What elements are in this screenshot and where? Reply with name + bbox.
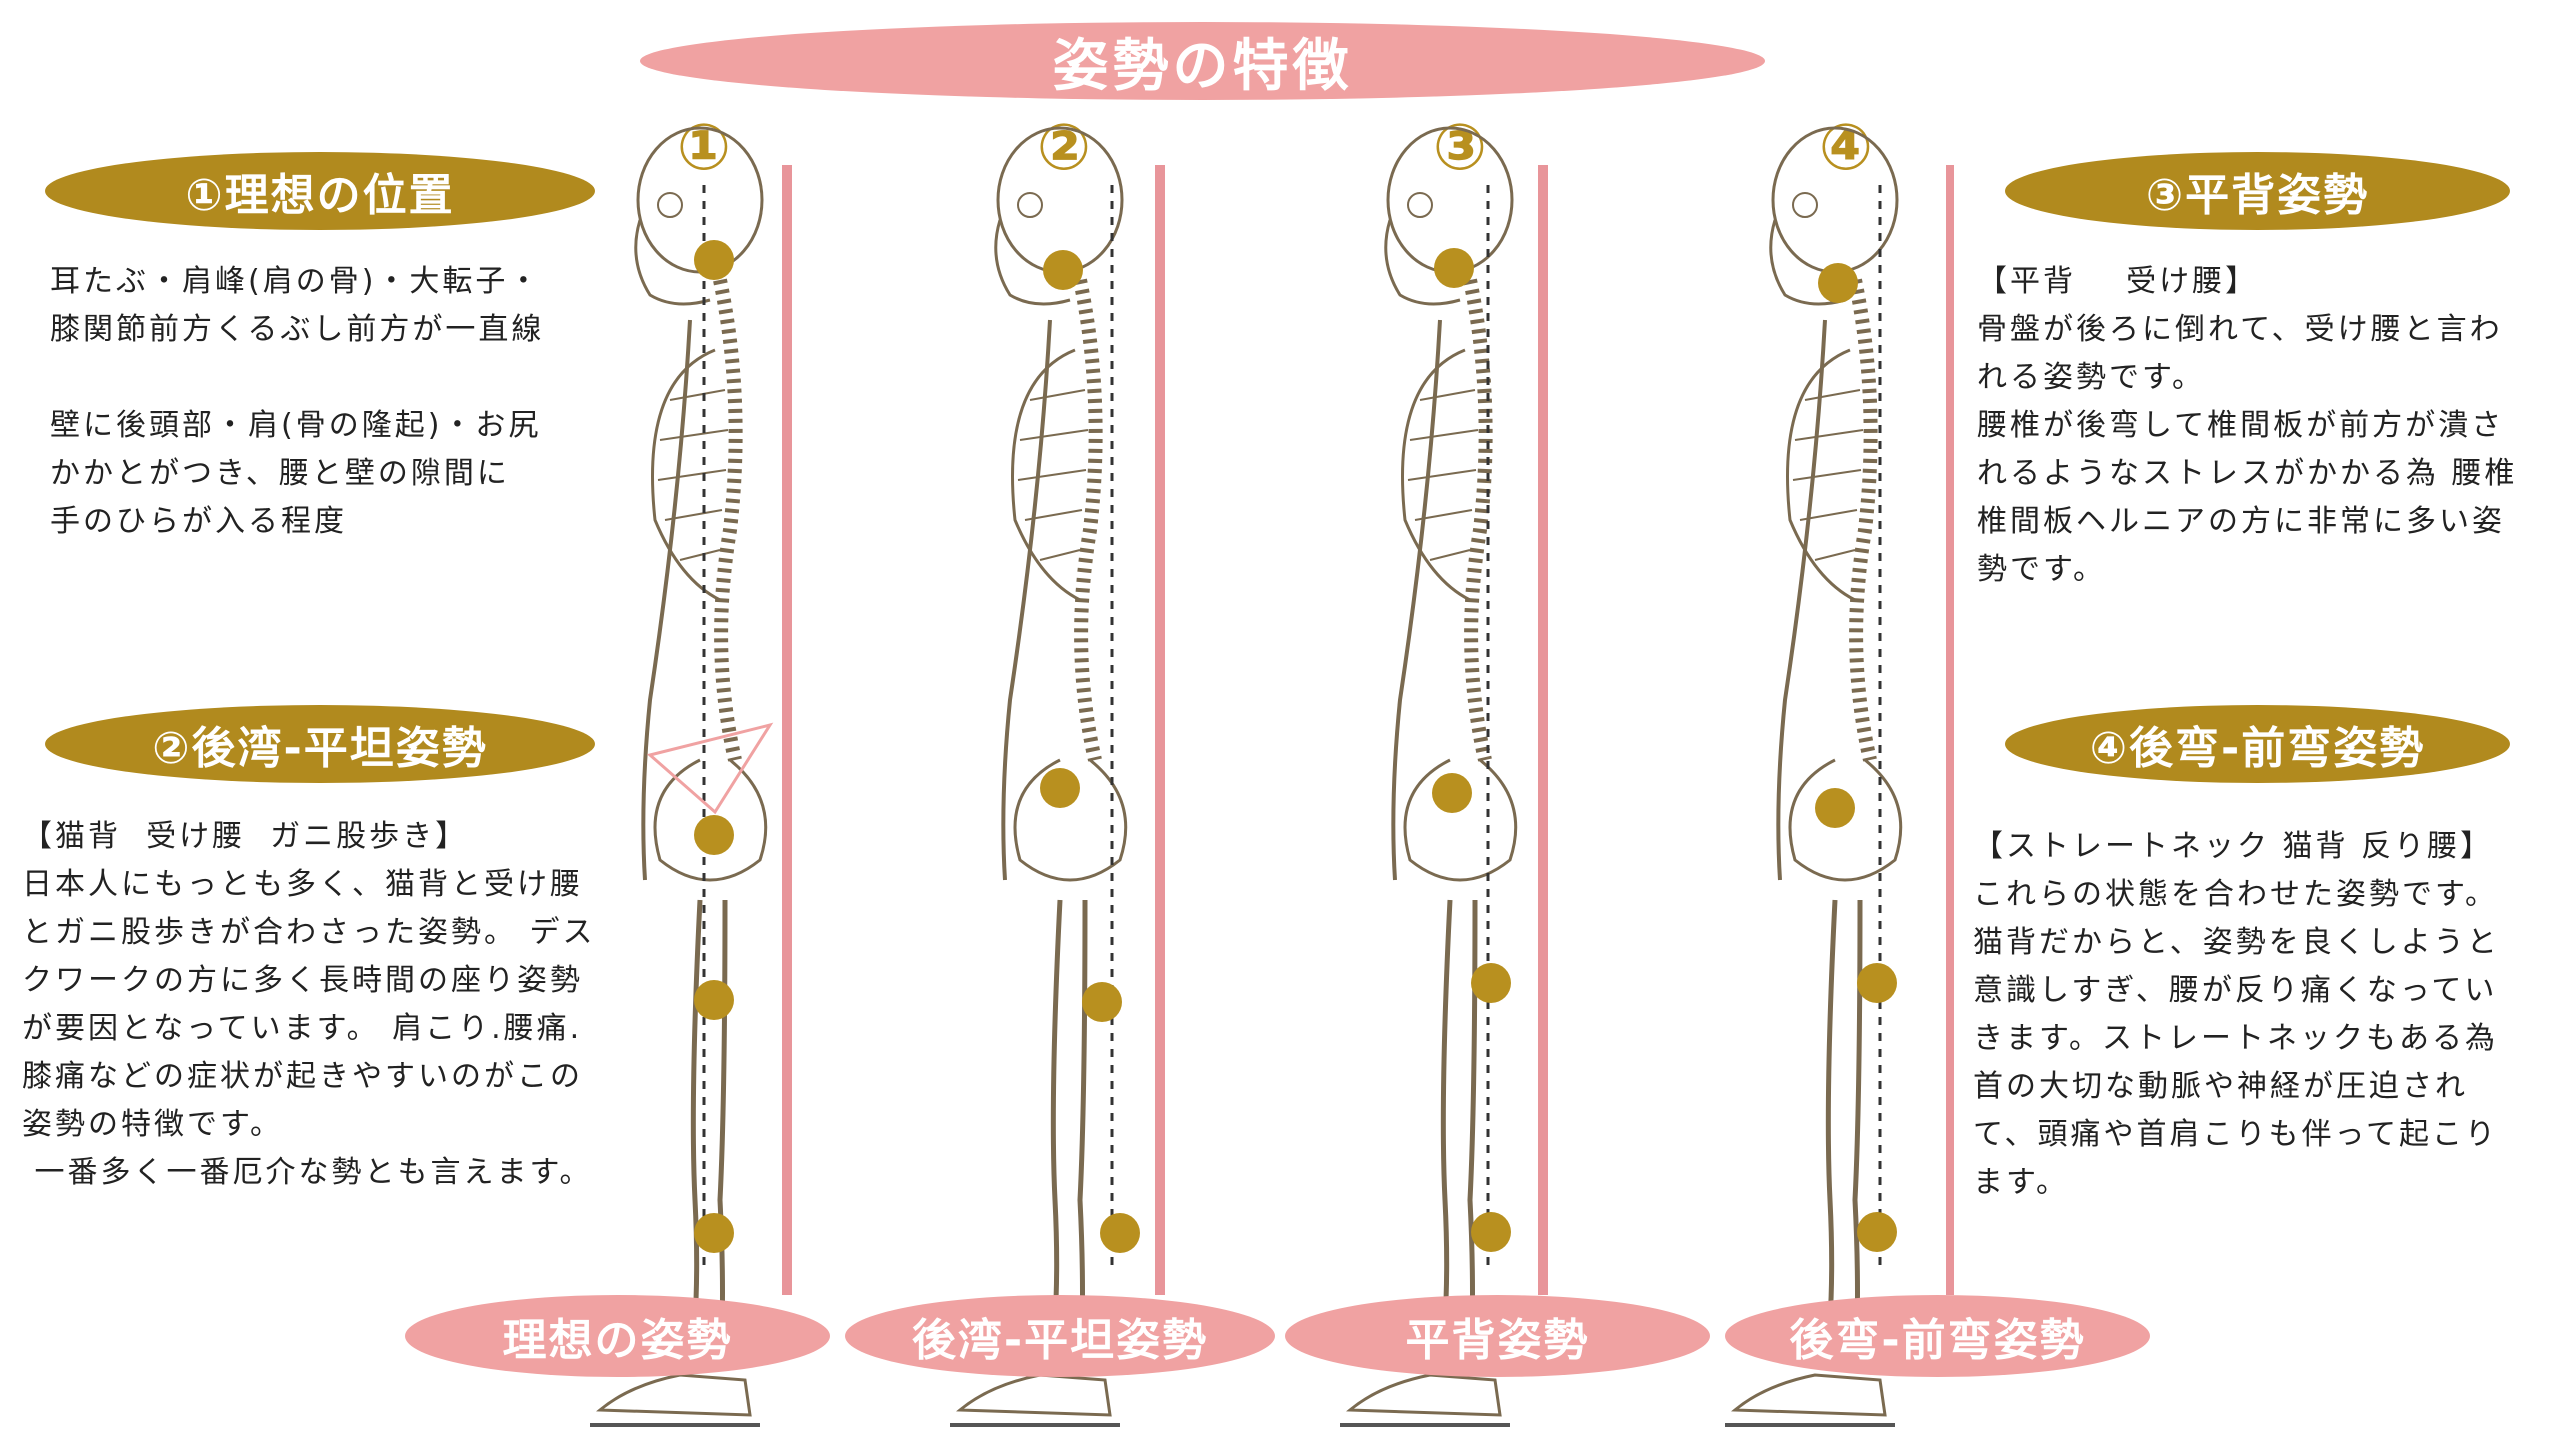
figure-flat-back [1340,128,1548,1425]
sway-description: 【猫背 受け腰 ガニ股歩き】 日本人にもっとも多く、猫背と受け腰 とガニ股歩きが… [22,819,596,1190]
figure-ideal [590,128,792,1425]
bottom-label-kypholordotic: 後弯-前弯姿勢 [1725,1295,2150,1377]
page-title: 姿勢の特徴 [640,22,1765,100]
sway-heading: ②後湾-平坦姿勢 [45,705,595,783]
kypholordotic-description: 【ストレートネック 猫背 反り腰】 これらの状態を合わせた姿勢です。 猫背だから… [1973,829,2500,1200]
posture-number-4: ④ [1818,111,1874,185]
flat-description: 【平背 受け腰】 骨盤が後ろに倒れて、受け腰と言わ れる姿勢です。 腰椎が後弯し… [1977,264,2518,587]
kypholordotic-heading: ④後弯-前弯姿勢 [2005,705,2510,783]
posture-number-2: ② [1036,111,1092,185]
figure-kypho-lordotic [1725,128,1954,1425]
flat-heading: ③平背姿勢 [2005,152,2510,230]
posture-number-3: ③ [1432,111,1488,185]
bottom-label-sway: 後湾-平坦姿勢 [845,1295,1275,1377]
posture-number-1: ① [676,111,732,185]
bottom-label-flat: 平背姿勢 [1285,1295,1710,1377]
ideal-heading: ①理想の位置 [45,152,595,230]
ideal-description: 耳たぶ・肩峰(肩の骨)・大転子・ 膝関節前方くるぶし前方が一直線 壁に後頭部・肩… [50,264,545,539]
bottom-label-ideal: 理想の姿勢 [405,1295,830,1377]
figure-sway-back [950,128,1165,1425]
